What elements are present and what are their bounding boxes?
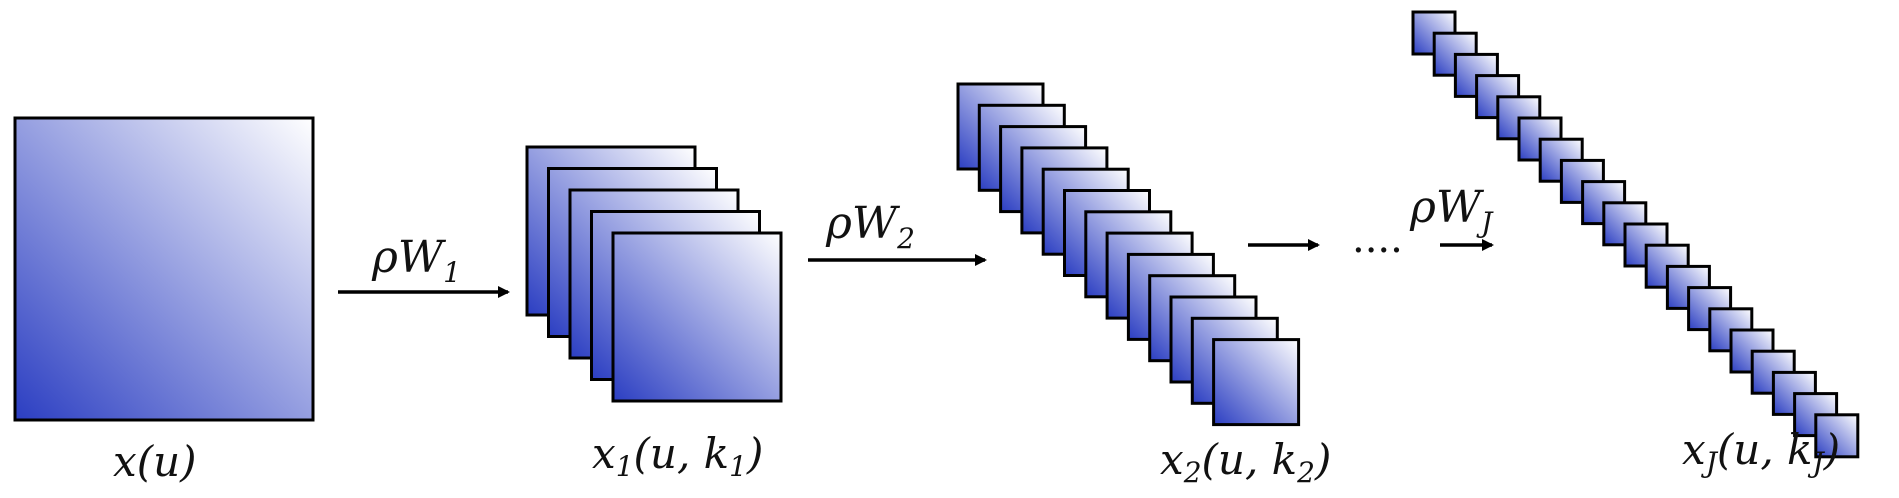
input-image-square xyxy=(13,116,315,422)
stack-xJ xyxy=(1411,10,1860,459)
stack-x2 xyxy=(956,82,1301,427)
label-xJ: xJ(u, kJ) xyxy=(1682,425,1840,479)
label-x2: x2(u, k2) xyxy=(1160,435,1331,489)
xJ-map-square xyxy=(1814,413,1860,459)
label-x0: x(u) xyxy=(113,437,197,486)
operator-label-wJ: ρWJ xyxy=(1409,182,1494,239)
x2-map-square xyxy=(1212,338,1301,427)
ellipsis: .... xyxy=(1352,216,1403,262)
operator-label-w1: ρW1 xyxy=(371,232,461,289)
operator-label-w2: ρW2 xyxy=(825,198,915,255)
stack-x1 xyxy=(525,145,783,403)
label-x1: x1(u, k1) xyxy=(592,429,763,483)
x1-map-square xyxy=(611,231,783,403)
